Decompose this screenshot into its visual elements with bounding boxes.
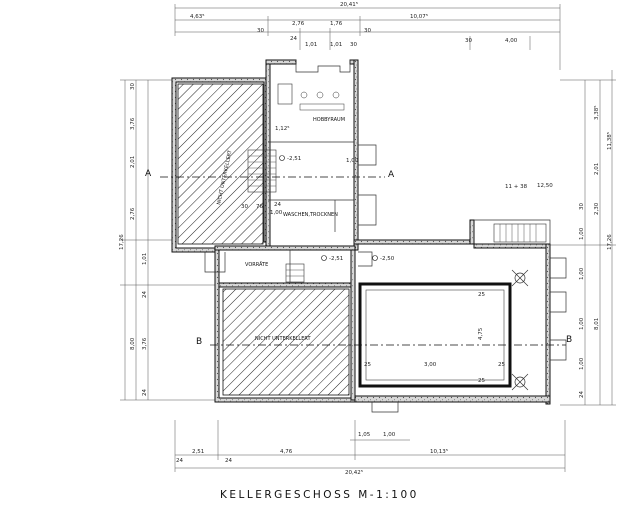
dim-inner-5: 1,00 [270,210,283,216]
dim-left-4: 2,76 [130,207,136,220]
dim-left-total: 17,26 [119,234,125,250]
dim-inner-8: 25 [498,362,505,368]
level-symbol [372,255,378,261]
dim-inner-9: 4,75 [478,327,484,340]
walls [171,59,567,413]
dim-inner-2: 30 [241,204,248,210]
section-marker-a-right: A [388,170,395,180]
dim-bottom-3: 10,13⁵ [430,448,448,455]
left-dimension-lines [120,79,220,401]
level-marker-1: -2,51 [287,156,301,162]
dim-inner-4: 24 [274,202,281,208]
stairs-left [247,149,277,193]
pool [358,282,512,388]
dim-right-total: 17,26 [607,234,613,250]
level-symbol [321,255,327,261]
dim-right-2: 2,01 [594,163,600,175]
dim-right-3: 2,30 [594,202,600,215]
section-marker-a-left: A [145,169,152,179]
stairs-small [285,263,305,283]
dim-left-7: 3,76 [142,337,148,350]
room-label-storage: VORRÄTE [245,261,268,268]
top-dimension-lines [174,4,561,70]
dim-bottom-7: 24 [176,458,183,464]
dim-left-9: 24 [142,291,148,298]
dim-right-8: 1,00 [579,357,585,370]
room-label-hobby: HOBBYRAUM [313,117,345,123]
dim-inner-11: 25 [478,378,485,384]
stairs-right [493,223,547,243]
room-label-unexcavated-2: NICHT UNTERKELLERT [255,336,311,342]
dim-inner-12: 12,50 [537,183,553,189]
dim-bottom-total: 20,42⁵ [345,469,363,476]
bottom-dimension-lines [174,420,566,472]
dim-top-9: 1,01 [330,42,342,48]
dim-right-9: 24 [579,391,585,398]
unexcavated-area-lower [222,288,350,396]
dim-inner-3: 76 [256,204,263,210]
dim-right-7: 1,00 [579,317,585,330]
dim-top-11: 30 [465,38,472,44]
level-marker-3: -2,50 [380,256,395,262]
dim-top-1: 4,63⁵ [190,13,204,20]
dim-inner-6: 25 [364,362,371,368]
dim-bottom-8: 24 [225,458,232,464]
drawing-title: KELLERGESCHOSS M-1:100 [220,489,419,501]
dim-inner-13: 1,00 [346,158,359,164]
dim-right-1: 3,38⁵ [593,106,600,120]
dim-top-5: 30 [257,28,264,34]
interior-partitions [268,83,354,282]
dim-left-1: 30 [130,83,136,90]
dim-left-2: 3,76 [130,117,136,130]
dim-left-6: 1,01 [142,253,148,265]
dim-right-12: 11,38⁵ [606,132,613,150]
dim-left-3: 2,01 [130,156,136,168]
dim-top-10: 30 [350,42,357,48]
dim-right-5: 1,00 [579,267,585,280]
ceiling-fixtures [511,269,529,391]
dim-right-4: 1,00 [579,227,585,240]
dim-right-11: 30 [579,203,585,210]
dim-top-2: 2,76 [292,21,305,27]
dim-left-10: 24 [142,389,148,396]
dim-top-8: 1,01 [305,42,317,48]
dim-inner-1: 1,12⁵ [275,125,289,132]
dim-bottom-1: 2,51 [192,449,204,455]
dim-right-13: 11 + 38 [505,184,528,190]
level-marker-2: -2,51 [329,256,343,262]
dim-inner-10: 25 [478,292,485,298]
right-dimension-lines [550,70,616,406]
dim-top-7: 24 [290,36,297,42]
dim-inner-7: 3,00 [424,362,437,368]
level-symbol [279,155,285,161]
unexcavated-area-upper [177,83,264,245]
dim-bottom-6: 1,00 [383,432,396,438]
section-marker-b-left: B [196,337,202,347]
dim-bottom-5: 1,05 [358,432,371,438]
section-marker-b-right: B [566,335,572,345]
dim-left-8: 8,00 [130,337,136,350]
dim-right-6: 8,01 [594,318,600,330]
dim-bottom-2: 4,76 [280,449,293,455]
dim-top-12: 4,00 [505,38,518,44]
dim-top-6: 30 [364,28,371,34]
dim-top-4: 10,07⁵ [410,13,428,20]
dim-top-3: 1,76 [330,21,343,27]
room-label-washing: WASCHEN,TROCKNEN [283,212,338,218]
dim-total-top: 20,41⁵ [340,1,358,8]
